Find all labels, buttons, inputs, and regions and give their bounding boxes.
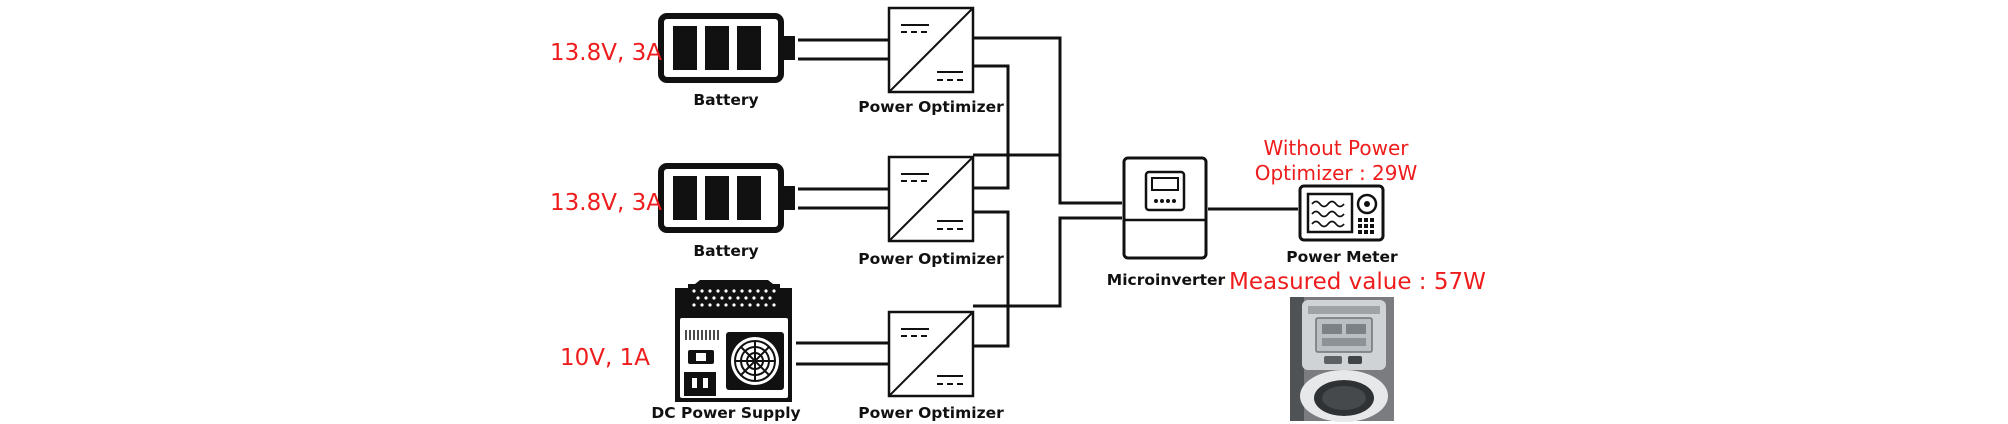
source-label: DC Power Supply bbox=[651, 404, 800, 422]
dc-power-supply-icon bbox=[675, 280, 792, 402]
source-battery-1: 13.8V, 3A Battery bbox=[550, 16, 795, 109]
battery-icon bbox=[661, 166, 795, 230]
microinverter-label: Microinverter bbox=[1107, 271, 1226, 289]
power-optimizer-2: Power Optimizer bbox=[858, 155, 1004, 268]
source-battery-2: 13.8V, 3A Battery bbox=[550, 166, 795, 260]
optimizer-label: Power Optimizer bbox=[858, 250, 1004, 268]
power-optimizer-1: Power Optimizer bbox=[858, 6, 1004, 116]
source-rating: 13.8V, 3A bbox=[550, 190, 662, 216]
without-optimizer-line2: Optimizer : 29W bbox=[1255, 161, 1418, 185]
measured-value: Measured value : 57W bbox=[1229, 269, 1486, 295]
optimizer-label: Power Optimizer bbox=[858, 404, 1004, 422]
microinverter: Microinverter bbox=[1107, 156, 1226, 289]
power-meter: Without Power Optimizer : 29W Power Mete… bbox=[1229, 136, 1486, 422]
power-optimizer-3: Power Optimizer bbox=[858, 310, 1004, 422]
source-dc-power-supply: 10V, 1A DC Power Supply bbox=[560, 280, 801, 422]
battery-icon bbox=[661, 16, 795, 80]
dc-dc-converter-icon bbox=[887, 310, 975, 398]
wiring bbox=[796, 36, 1298, 366]
power-meter-photo bbox=[1290, 297, 1394, 422]
source-rating: 13.8V, 3A bbox=[550, 40, 662, 66]
microinverter-icon bbox=[1122, 156, 1208, 260]
dc-dc-converter-icon bbox=[887, 155, 975, 243]
optimizer-label: Power Optimizer bbox=[858, 98, 1004, 116]
dc-dc-converter-icon bbox=[887, 6, 975, 94]
source-rating: 10V, 1A bbox=[560, 345, 650, 371]
power-meter-label: Power Meter bbox=[1286, 248, 1398, 266]
power-meter-icon bbox=[1298, 184, 1385, 242]
source-label: Battery bbox=[693, 242, 758, 260]
without-optimizer-line1: Without Power bbox=[1264, 136, 1410, 160]
source-label: Battery bbox=[693, 91, 758, 109]
